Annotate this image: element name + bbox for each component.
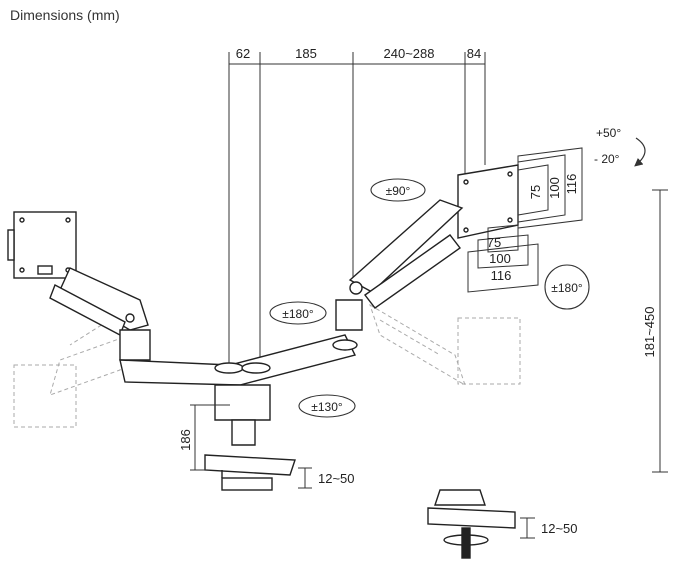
clamp-thickness-dim <box>298 467 312 489</box>
vesa-h-116: 116 <box>491 268 512 283</box>
rotate-180-left-badge <box>269 301 327 325</box>
top-dimension-group <box>228 52 486 370</box>
dim-12-50-clamp: 12~50 <box>318 471 355 486</box>
right-arm <box>335 199 464 331</box>
swivel-90-badge <box>370 178 426 202</box>
dim-240-288: 240~288 <box>384 46 435 61</box>
dim-185: 185 <box>295 46 317 61</box>
vesa-v-116: 116 <box>564 174 579 195</box>
tilt-arrow <box>634 137 646 167</box>
rotate-180-right-badge <box>544 264 590 310</box>
dim-181-450: 181~450 <box>642 307 657 358</box>
vesa-horizontal-dims <box>467 224 539 293</box>
vesa-vertical-dims <box>517 147 583 229</box>
dim-12-50-grommet: 12~50 <box>541 521 578 536</box>
vesa-v-75: 75 <box>528 185 543 199</box>
vesa-h-100: 100 <box>489 251 511 266</box>
rotate-130-badge <box>298 394 356 418</box>
dim-186: 186 <box>178 429 193 451</box>
swivel-90-label: ±90° <box>386 184 411 198</box>
tilt-down-label: - 20° <box>594 152 620 166</box>
pole-and-clamp <box>204 384 296 491</box>
height-range-dim <box>652 189 668 473</box>
rotate-180-right-label: ±180° <box>551 281 583 295</box>
right-vesa-plate <box>457 164 519 239</box>
column-height-dim <box>190 404 230 471</box>
vesa-v-100: 100 <box>547 177 562 199</box>
vesa-h-75: 75 <box>487 235 501 250</box>
rotate-180-left-label: ±180° <box>282 307 314 321</box>
left-vesa-plate <box>7 211 77 279</box>
tilt-up-label: +50° <box>596 126 621 140</box>
crossbar <box>119 334 358 386</box>
dim-84: 84 <box>467 46 481 61</box>
diagram-title: Dimensions (mm) <box>10 7 120 23</box>
ghost-right-arm <box>369 303 521 387</box>
grommet-mount <box>427 489 516 559</box>
left-arm <box>49 267 151 361</box>
grommet-thickness-dim <box>520 517 535 539</box>
dim-62: 62 <box>236 46 250 61</box>
rotate-130-label: ±130° <box>311 400 343 414</box>
